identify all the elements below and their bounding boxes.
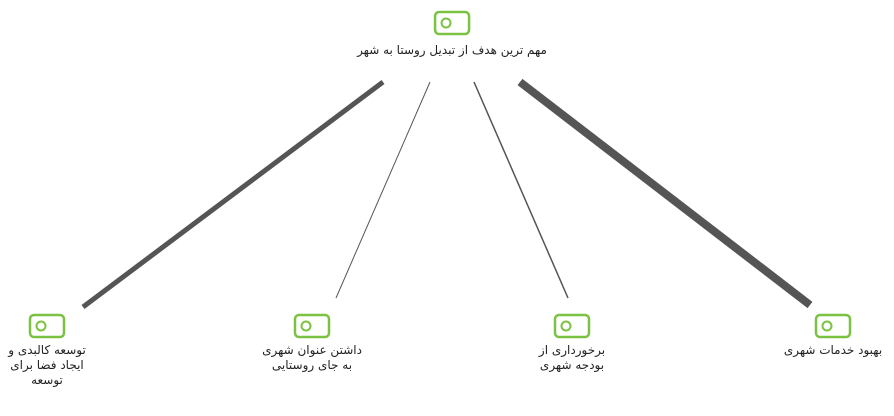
node-badge-icon: [28, 313, 66, 339]
edge-3: [517, 78, 813, 309]
child-node[interactable]: بهبود خدمات شهری: [773, 313, 893, 358]
child-node-label: توسعه کالبدی و ایجاد فضا برای توسعه: [8, 343, 86, 387]
child-node-label: بهبود خدمات شهری: [783, 343, 883, 357]
child-node[interactable]: توسعه کالبدی و ایجاد فضا برای توسعه: [0, 313, 102, 388]
node-badge-icon: [553, 313, 591, 339]
root-node-label: مهم ترین هدف از تبدیل روستا به شهر: [357, 43, 547, 57]
node-badge-icon: [293, 313, 331, 339]
child-node[interactable]: برخورداری از بودجه شهری: [517, 313, 627, 373]
child-node[interactable]: داشتن عنوان شهری به جای روستایی: [242, 313, 382, 373]
child-node-label: برخورداری از بودجه شهری: [538, 343, 606, 372]
root-node[interactable]: مهم ترین هدف از تبدیل روستا به شهر: [357, 10, 547, 58]
edge-0: [81, 80, 385, 309]
node-badge-icon: [814, 313, 852, 339]
edge-1: [335, 81, 431, 299]
child-node-label: داشتن عنوان شهری به جای روستایی: [262, 343, 362, 372]
node-badge-icon: [433, 10, 471, 36]
edge-2: [473, 81, 569, 299]
